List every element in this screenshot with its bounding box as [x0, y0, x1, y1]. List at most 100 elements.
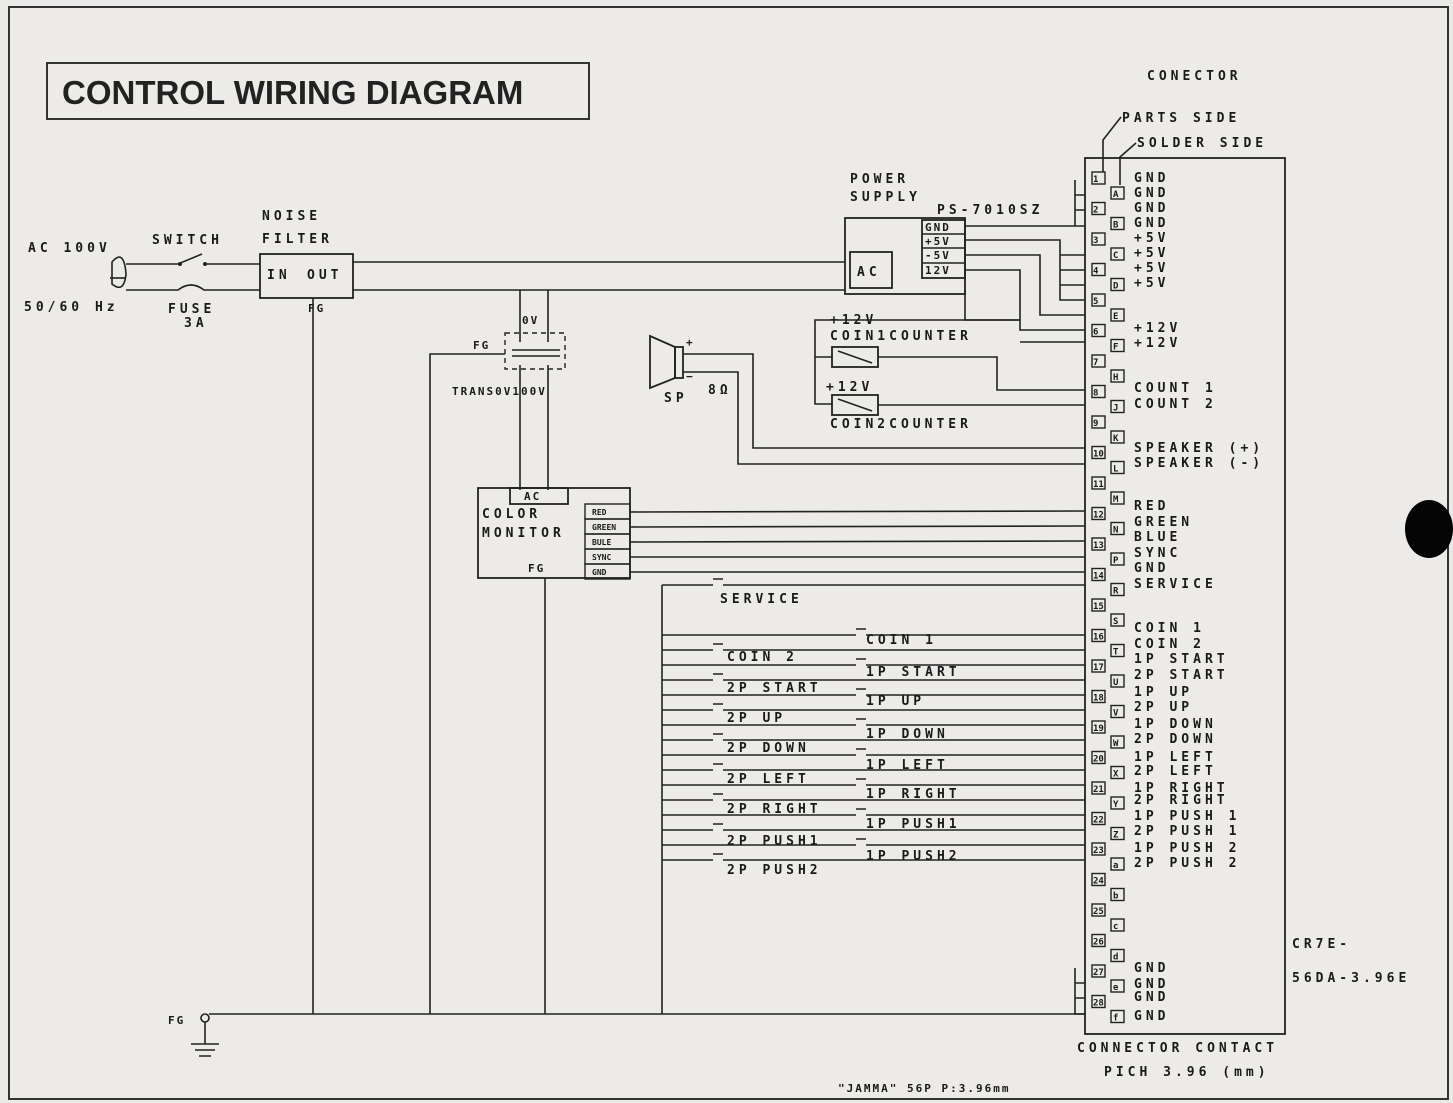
parts-pin-number: 13: [1093, 541, 1104, 551]
diagram-sheet: [8, 6, 1449, 1100]
solder-pin: [1110, 704, 1125, 719]
parts-pin: [1091, 598, 1106, 612]
signal-label: SPEAKER (-): [1134, 456, 1264, 471]
speaker-ohm-label: 8Ω: [708, 383, 732, 398]
parts-pin-number: 23: [1093, 846, 1104, 856]
switch-label: 1P PUSH1: [866, 817, 961, 832]
psu-label-supply: SUPPLY: [850, 190, 921, 205]
parts-pin-number: 6: [1093, 328, 1098, 338]
solder-pin-letter: H: [1113, 373, 1118, 383]
power-supply: POWER SUPPLY PS-7010SZ AC GND +5V -5V 12…: [844, 172, 1085, 343]
signal-label: COIN 2: [1134, 637, 1205, 652]
parts-pin: [1091, 354, 1106, 368]
filter-label: FILTER: [262, 232, 333, 247]
parts-pin: [1091, 933, 1106, 948]
signal-label: RED: [1134, 499, 1169, 514]
parts-side-label: PARTS SIDE: [1122, 111, 1240, 126]
parts-pin-number: 3: [1093, 236, 1098, 246]
solder-pin-letter: a: [1113, 861, 1118, 871]
solder-pin: [1110, 247, 1125, 261]
parts-pin-number: 18: [1093, 694, 1104, 704]
solder-pin-letter: A: [1113, 190, 1119, 200]
parts-pin-number: 21: [1093, 785, 1104, 795]
signal-label: 1P PUSH 2: [1134, 841, 1240, 856]
counter2-label: COIN2COUNTER: [830, 417, 972, 432]
parts-pin: [1091, 323, 1106, 338]
monitor-fg-label: FG: [528, 562, 545, 575]
switch-label: 2P START: [727, 681, 822, 696]
solder-pin-letter: S: [1113, 617, 1118, 627]
signal-label: GND: [1134, 1009, 1169, 1024]
filter-in-label: IN: [267, 268, 291, 283]
monitor-ac-label: AC: [524, 490, 541, 503]
switch-contact-icon: [848, 628, 870, 636]
parts-pin-number: 11: [1093, 480, 1104, 490]
connector-body: [1084, 157, 1286, 1035]
parts-pin-number: 22: [1093, 816, 1104, 826]
solder-pin: [1110, 308, 1125, 322]
switch-label: 1P START: [866, 665, 961, 680]
signal-label: 1P START: [1134, 652, 1229, 667]
signal-label: GND: [1134, 216, 1169, 231]
signal-label: +5V: [1134, 261, 1169, 276]
service-switch-label: SERVICE: [720, 592, 803, 607]
parts-pin: [1091, 811, 1106, 826]
parts-pin-number: 4: [1093, 267, 1099, 277]
solder-pin: [1110, 552, 1125, 566]
signal-label: SPEAKER (+): [1134, 441, 1264, 456]
switch-contact-icon: [705, 793, 727, 801]
solder-pin: [1110, 430, 1125, 444]
switch-contact-icon: [848, 748, 870, 756]
signal-label: 2P START: [1134, 668, 1229, 683]
transformer: 0V FG TRANS0V100V: [429, 290, 566, 1014]
speaker: + − SP 8Ω: [649, 334, 1085, 465]
signal-label: GND: [1134, 961, 1169, 976]
parts-pin-number: 27: [1093, 968, 1104, 978]
monitor-terminal-label: GND: [592, 568, 607, 577]
solder-pin: [1110, 186, 1125, 200]
jamma-note: "JAMMA" 56P P:3.96mm: [838, 1082, 1010, 1095]
signal-label: 2P DOWN: [1134, 732, 1217, 747]
parts-pin: [1091, 750, 1106, 765]
signal-label: COUNT 1: [1134, 381, 1217, 396]
solder-pin: [1110, 216, 1125, 231]
solder-pin-letter: W: [1113, 739, 1119, 749]
switch-label: 1P RIGHT: [866, 787, 961, 802]
parts-pin-number: 24: [1093, 877, 1104, 887]
psu-model: PS-7010SZ: [937, 203, 1043, 218]
parts-pin: [1091, 171, 1106, 185]
parts-pin-number: 17: [1093, 663, 1104, 673]
solder-pin-letter: Y: [1113, 800, 1119, 810]
parts-pin-number: 25: [1093, 907, 1104, 917]
signal-label: 1P LEFT: [1134, 750, 1217, 765]
switch-icon: [126, 253, 260, 265]
signal-label: GND: [1134, 171, 1169, 186]
solder-pin-letter: F: [1113, 343, 1118, 353]
solder-pin: [1110, 369, 1125, 383]
solder-pin: [1110, 887, 1125, 902]
parts-pin: [1091, 506, 1106, 521]
solder-pin: [1110, 277, 1125, 292]
solder-pin-letter: E: [1113, 312, 1118, 322]
solder-pin: [1110, 643, 1125, 658]
noise-label: NOISE: [262, 209, 321, 224]
switch-contact-icon: [848, 838, 870, 846]
counter2-voltage: +12V: [826, 380, 873, 395]
ac-plug-icon: [111, 256, 127, 289]
parts-pin-number: 10: [1093, 450, 1104, 460]
solder-pin-letter: K: [1113, 434, 1119, 444]
solder-pin-letter: X: [1113, 770, 1119, 780]
solder-pin: [1110, 399, 1125, 414]
signal-label: +12V: [1134, 336, 1181, 351]
solder-pin: [1110, 765, 1125, 780]
parts-pin: [1091, 720, 1106, 734]
diagram-title: CONTROL WIRING DIAGRAM: [62, 74, 524, 111]
connector-pitch-label: PICH 3.96 (mm): [1104, 1065, 1270, 1080]
parts-pin: [1091, 537, 1106, 551]
signal-label: +5V: [1134, 276, 1169, 291]
signal-label: +5V: [1134, 231, 1169, 246]
solder-pin-letter: B: [1113, 221, 1119, 231]
